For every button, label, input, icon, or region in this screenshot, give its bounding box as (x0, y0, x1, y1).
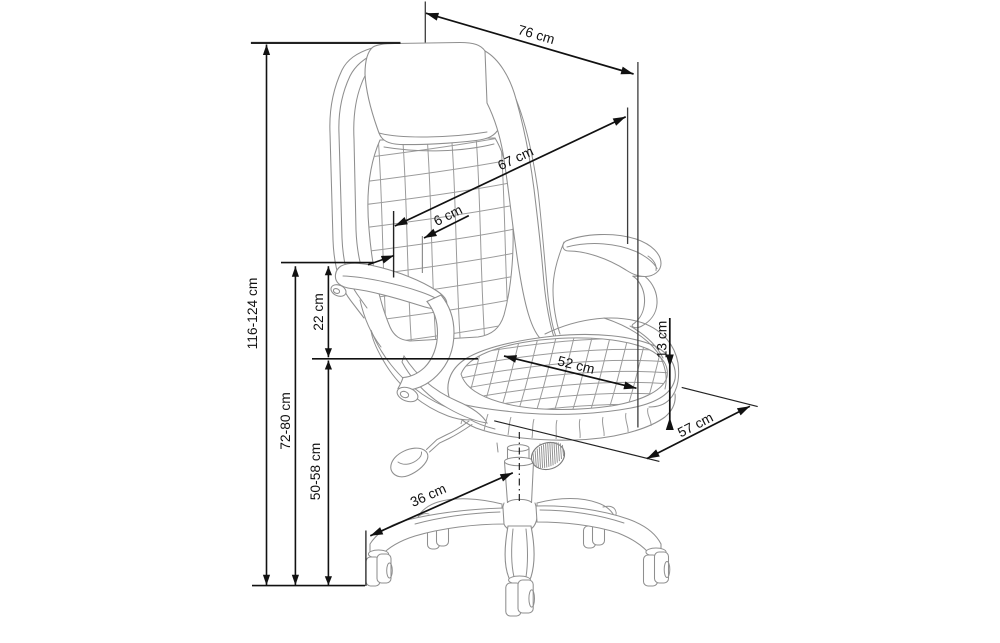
svg-text:116-124 cm: 116-124 cm (245, 278, 260, 350)
svg-text:13 cm: 13 cm (655, 321, 670, 359)
svg-text:50-58 cm: 50-58 cm (308, 443, 323, 501)
svg-text:72-80 cm: 72-80 cm (278, 392, 293, 450)
svg-text:22 cm: 22 cm (311, 293, 326, 331)
